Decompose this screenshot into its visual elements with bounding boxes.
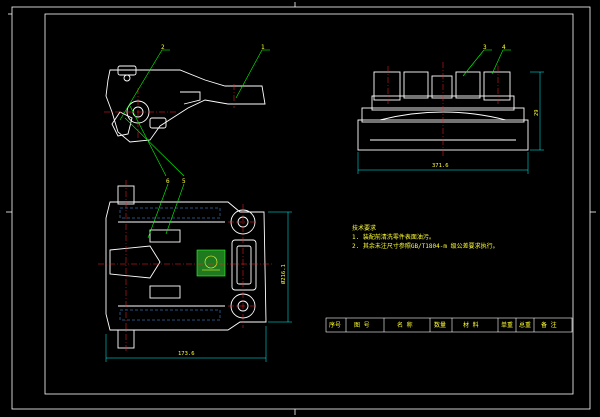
plan-view-dimensions bbox=[105, 211, 292, 362]
bom-header-index: 序号 bbox=[329, 321, 341, 329]
leader-label-3: 3 bbox=[483, 44, 487, 51]
dimension-bottom-height: Ø216.1 bbox=[280, 264, 287, 284]
logo-plate bbox=[196, 249, 226, 277]
front-view-dimensions bbox=[357, 71, 544, 174]
bom-header-name: 名 称 bbox=[397, 321, 413, 329]
leader-label-1: 1 bbox=[261, 44, 265, 51]
plan-view-leaders bbox=[147, 183, 185, 239]
front-view-leaders bbox=[462, 49, 511, 77]
leader-label-2: 2 bbox=[161, 44, 165, 51]
notes-title: 技术要求 bbox=[352, 224, 376, 232]
notes-line-1: 1. 装配前清洗零件表面油污。 bbox=[352, 233, 435, 241]
bom-header-quantity: 数量 bbox=[434, 321, 446, 329]
plan-view-centerlines bbox=[98, 180, 272, 352]
dimension-top-width: 371.6 bbox=[432, 163, 449, 169]
notes-line-2: 2. 其余未注尺寸参照GB/T1804-m 级公差要求执行。 bbox=[352, 242, 499, 250]
plan-view-hidden bbox=[119, 207, 221, 321]
leader-label-6: 6 bbox=[166, 178, 170, 185]
bom-table bbox=[325, 317, 573, 333]
side-view-leaders bbox=[119, 49, 270, 177]
front-view-centerlines bbox=[387, 62, 499, 156]
leader-label-4: 4 bbox=[502, 44, 506, 51]
bom-header-unit-weight: 单重 bbox=[501, 321, 513, 329]
side-view-centerlines bbox=[104, 84, 235, 140]
drawing-frame bbox=[6, 2, 596, 415]
bom-header-drawing-no: 图 号 bbox=[354, 322, 370, 329]
leader-label-5: 5 bbox=[182, 178, 186, 185]
bom-header-total-weight: 总重 bbox=[519, 321, 531, 329]
plan-view-part bbox=[105, 185, 267, 349]
bom-header-material: 材 料 bbox=[463, 321, 479, 329]
dimension-top-height: 29 bbox=[534, 109, 540, 116]
dimension-bottom-width: 173.6 bbox=[178, 351, 195, 357]
bom-header-remark: 备 注 bbox=[541, 321, 557, 329]
